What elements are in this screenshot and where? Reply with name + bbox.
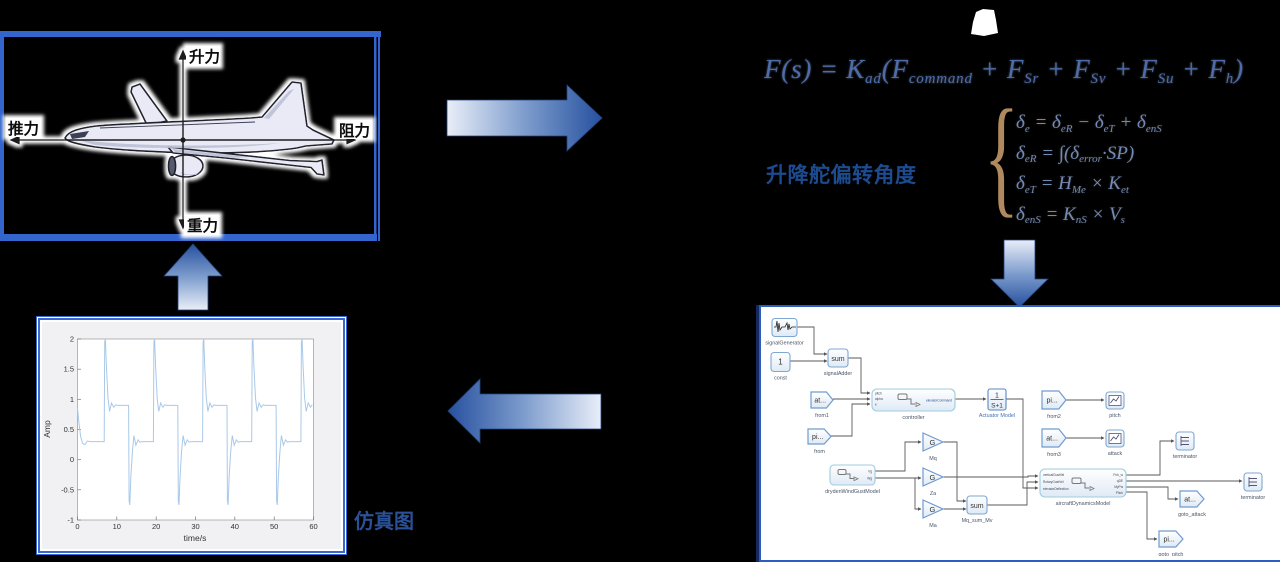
svg-text:elevatorDeflection: elevatorDeflection: [1043, 487, 1069, 491]
svg-text:20: 20: [152, 522, 160, 531]
svg-text:Wg: Wg: [867, 477, 872, 481]
svg-text:G: G: [930, 438, 936, 447]
svg-text:Mq_sum_Mv: Mq_sum_Mv: [962, 518, 993, 524]
svg-text:推力: 推力: [8, 119, 39, 138]
svg-text:pi...: pi...: [812, 434, 823, 441]
svg-text:e: e: [875, 403, 877, 407]
svg-text:signalGenerator: signalGenerator: [765, 341, 804, 347]
svg-text:1: 1: [778, 358, 783, 367]
svg-text:Actuator Model: Actuator Model: [979, 413, 1015, 419]
svg-text:Pitch: Pitch: [1116, 491, 1123, 495]
svg-text:pi...: pi...: [1163, 536, 1174, 543]
svg-text:60: 60: [309, 522, 317, 531]
svg-text:verticalGustVel: verticalGustVel: [1043, 473, 1065, 477]
svg-text:drydenWindGustModel: drydenWindGustModel: [825, 489, 880, 495]
svg-text:at...: at...: [1184, 496, 1196, 503]
svg-text:10: 10: [113, 522, 121, 531]
svg-text:0: 0: [70, 455, 74, 464]
svg-text:1: 1: [70, 395, 74, 404]
svg-text:S+1: S+1: [991, 403, 1003, 410]
svg-text:aircraftDynamicsModel: aircraftDynamicsModel: [1056, 501, 1111, 507]
svg-text:pitch: pitch: [875, 392, 882, 396]
svg-text:goto_pitch: goto_pitch: [1159, 552, 1184, 556]
svg-text:from3: from3: [1047, 452, 1061, 458]
svg-text:Amp: Amp: [42, 420, 52, 438]
svg-text:alpha: alpha: [875, 397, 883, 401]
svg-text:1.5: 1.5: [64, 365, 74, 374]
svg-text:from: from: [814, 449, 825, 455]
svg-text:terminator: terminator: [1173, 454, 1197, 460]
svg-text:pi...: pi...: [1046, 397, 1057, 404]
svg-text:at...: at...: [814, 397, 826, 404]
svg-text:sum: sum: [970, 503, 983, 510]
svg-text:at...: at...: [1046, 435, 1058, 442]
svg-text:MyPw: MyPw: [1114, 485, 1123, 489]
svg-text:const: const: [774, 376, 787, 382]
svg-text:Za: Za: [930, 491, 936, 497]
svg-text:Ma: Ma: [929, 523, 937, 529]
svg-text:Pch_w: Pch_w: [1113, 473, 1123, 477]
svg-text:0.5: 0.5: [64, 425, 74, 434]
svg-text:Vg: Vg: [868, 470, 872, 474]
svg-text:time/s: time/s: [184, 533, 207, 543]
svg-text:G: G: [930, 505, 936, 514]
svg-text:2: 2: [70, 335, 74, 344]
svg-text:from1: from1: [815, 413, 829, 419]
svg-text:qDE: qDE: [1117, 479, 1123, 483]
svg-text:sum: sum: [831, 356, 844, 363]
svg-text:RotaryGustVel: RotaryGustVel: [1043, 480, 1064, 484]
svg-text:-1: -1: [67, 516, 74, 525]
svg-text:50: 50: [270, 522, 278, 531]
svg-text:重力: 重力: [187, 216, 218, 235]
svg-text:0: 0: [75, 522, 79, 531]
svg-text:signalAdder: signalAdder: [824, 371, 853, 377]
svg-text:阻力: 阻力: [339, 121, 370, 140]
svg-text:goto_attack: goto_attack: [1178, 512, 1206, 518]
svg-text:-0.5: -0.5: [61, 485, 74, 494]
svg-text:from2: from2: [1047, 414, 1061, 420]
svg-text:Mq: Mq: [929, 456, 937, 462]
svg-text:30: 30: [191, 522, 199, 531]
svg-text:attack: attack: [1108, 451, 1123, 457]
svg-text:pitch: pitch: [1109, 413, 1120, 419]
svg-text:1: 1: [995, 393, 999, 400]
svg-text:elevatorCommand: elevatorCommand: [926, 399, 952, 403]
svg-text:controller: controller: [902, 415, 924, 421]
svg-text:40: 40: [231, 522, 239, 531]
svg-text:升力: 升力: [189, 47, 220, 66]
svg-text:terminator: terminator: [1241, 495, 1265, 501]
svg-text:G: G: [930, 473, 936, 482]
